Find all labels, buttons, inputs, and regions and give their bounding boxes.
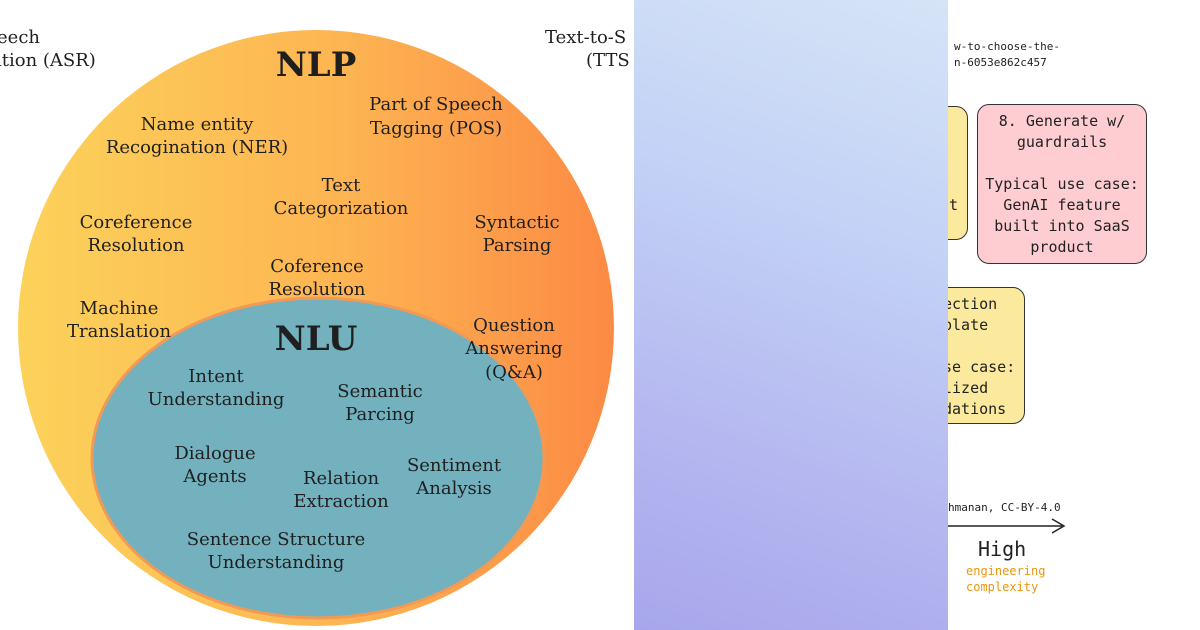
machine-translation-line2: Translation (67, 321, 171, 342)
dialogue-line1: Dialogue (174, 443, 255, 464)
nlu-ellipse (90, 296, 546, 620)
semantic-line1: Semantic (337, 381, 422, 402)
qa-line1: Question (473, 315, 555, 336)
syntactic-parsing-line2: Parsing (483, 235, 552, 256)
ner-line1: Name entity (141, 114, 254, 135)
attribution-text: hmanan, CC-BY-4.0 (948, 501, 1061, 514)
yellow-card-selection-template-fragment: ection plate se case: lized dations (948, 287, 1025, 424)
pos-line2: Tagging (POS) (370, 118, 502, 139)
coference-line2: Resolution (268, 279, 365, 300)
text-categorization-line2: Categorization (274, 198, 409, 219)
asr-label-line2: ition (ASR) (0, 50, 96, 71)
complexity-axis-arrow (948, 518, 1066, 534)
relation-line2: Extraction (293, 491, 389, 512)
sentence-structure-line2: Understanding (208, 552, 345, 573)
pos-line1: Part of Speech (369, 94, 503, 115)
nlp-items: Name entity Recogination (NER) Part of S… (67, 94, 563, 383)
coference-line1: Coference (270, 256, 364, 277)
intent-line1: Intent (188, 366, 244, 387)
left-yellow-card-fragment: t (948, 106, 968, 240)
ner-line2: Recogination (NER) (106, 137, 288, 158)
semantic-line2: Parcing (345, 404, 415, 425)
syntactic-parsing-line1: Syntactic (474, 212, 559, 233)
text-categorization-line1: Text (322, 175, 361, 196)
intent-line2: Understanding (148, 389, 285, 410)
url-fragment-line2: n-6053e862c457 (954, 56, 1047, 69)
asr-label-line1: atic Speech (0, 27, 40, 48)
axis-caption-line2: complexity (966, 580, 1039, 594)
axis-caption-line1: engineering (966, 564, 1046, 578)
nlp-nlu-diagram-panel: atic Speech ition (ASR) Text-to-S (TTS N… (0, 27, 630, 626)
machine-translation-line1: Machine (80, 298, 159, 319)
tts-label-line1: Text-to-S (545, 27, 626, 48)
qa-line3: (Q&A) (485, 362, 543, 383)
rag-chart-crop-panel: w-to-choose-the- n-6053e862c457 t 8. Gen… (948, 0, 1200, 630)
relation-line1: Relation (303, 468, 380, 489)
gradient-placeholder-panel (634, 0, 948, 630)
sentiment-line2: Analysis (415, 478, 491, 499)
coreference-line1: Coreference (80, 212, 193, 233)
card-generate-with-guardrails: 8. Generate w/ guardrails Typical use ca… (977, 104, 1147, 264)
dialogue-line2: Agents (182, 466, 246, 487)
url-fragment-line1: w-to-choose-the- (954, 40, 1060, 53)
nlu-items: Intent Understanding Semantic Parcing Di… (148, 366, 502, 573)
axis-high-label: High (978, 537, 1027, 561)
nlp-venn-diagram: atic Speech ition (ASR) Text-to-S (TTS N… (0, 27, 630, 626)
coreference-line2: Resolution (87, 235, 184, 256)
sentiment-line1: Sentiment (407, 455, 502, 476)
qa-line2: Answering (464, 338, 562, 359)
nlp-title: NLP (276, 45, 357, 85)
tts-label-line2: (TTS (586, 50, 630, 71)
sentence-structure-line1: Sentence Structure (187, 529, 365, 550)
nlu-title: NLU (275, 319, 358, 359)
left-card-text-fragment: t (949, 196, 959, 214)
